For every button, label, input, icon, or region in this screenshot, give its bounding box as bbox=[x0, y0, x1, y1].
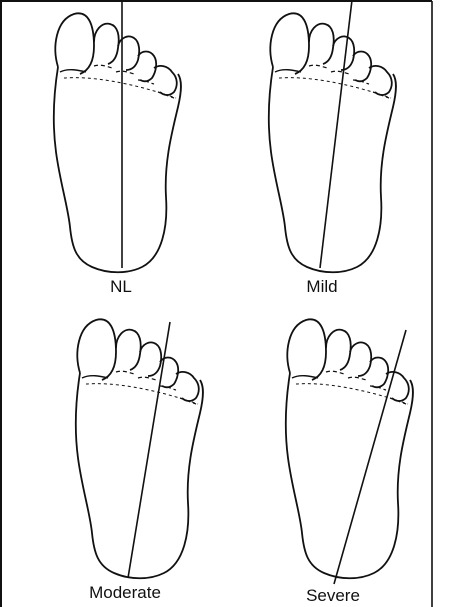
axis-line-moderate bbox=[128, 322, 170, 578]
foot-mild bbox=[269, 13, 396, 272]
foot-moderate bbox=[76, 319, 203, 578]
label-moderate: Moderate bbox=[89, 583, 161, 603]
foot-severe bbox=[286, 319, 413, 578]
foot-nl bbox=[54, 13, 181, 272]
label-nl: NL bbox=[110, 277, 132, 297]
label-mild: Mild bbox=[306, 277, 337, 297]
label-severe: Severe bbox=[306, 586, 360, 606]
